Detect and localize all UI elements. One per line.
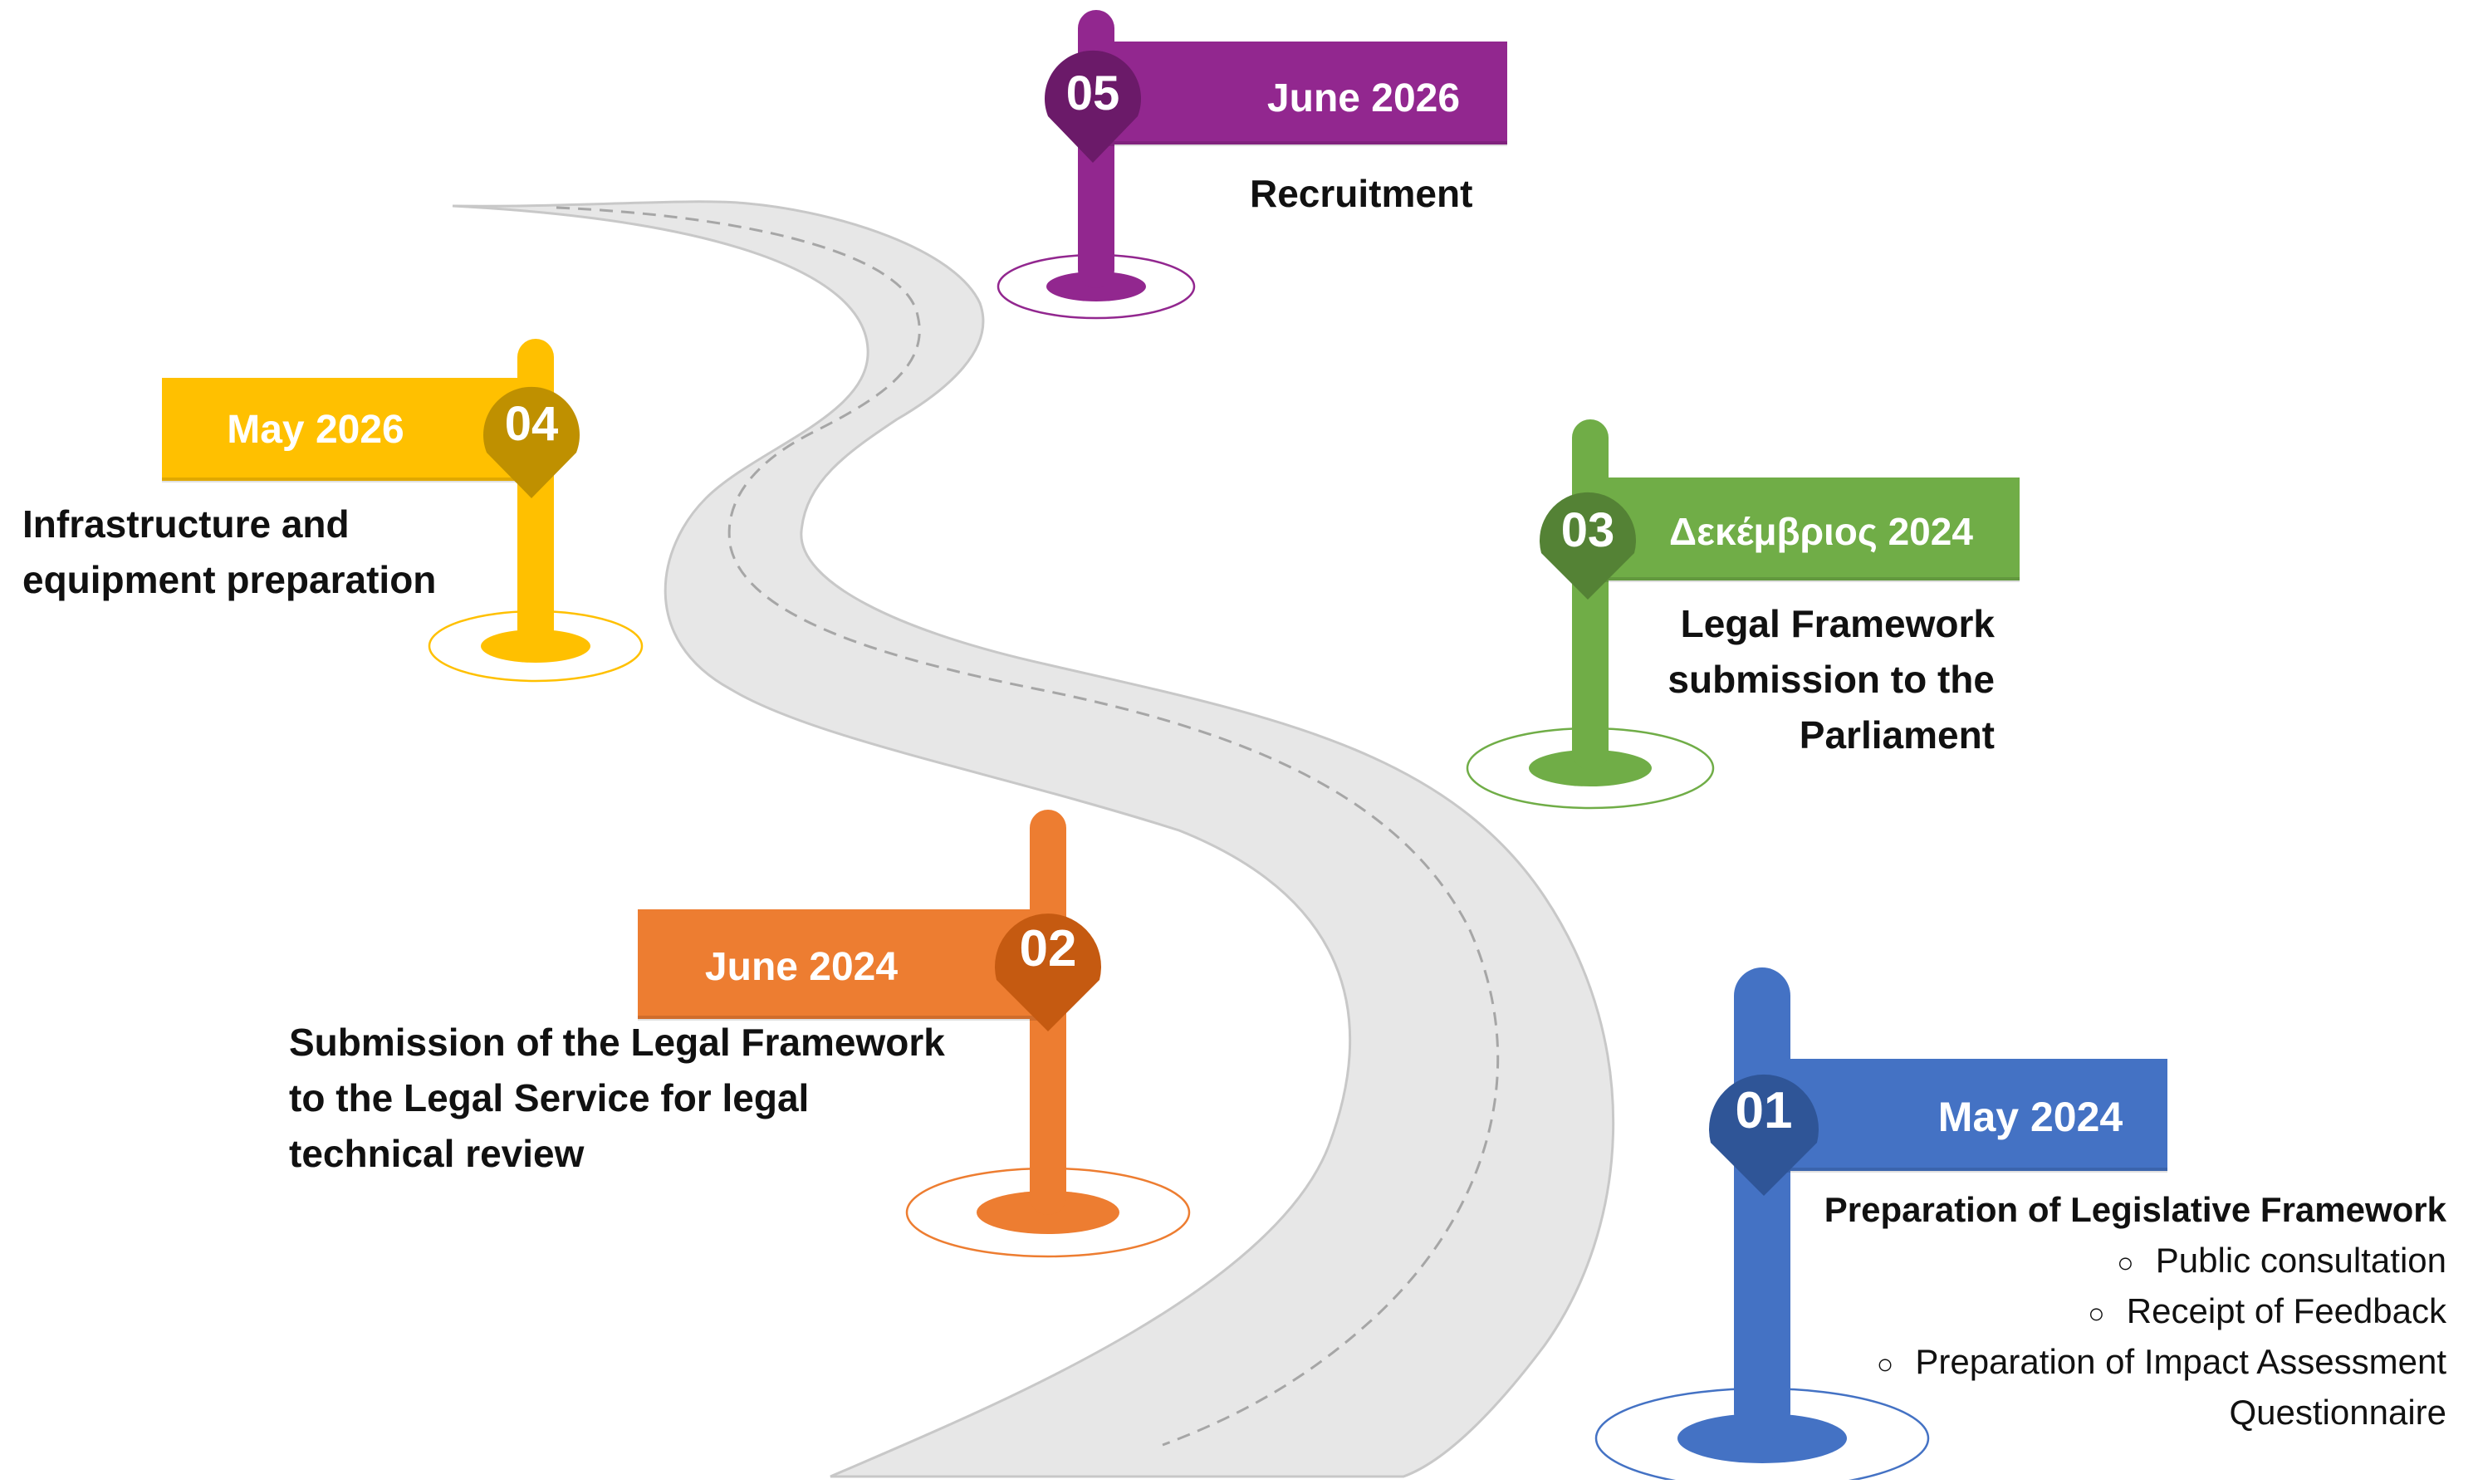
milestone-05: 05 June 2026 [997, 10, 1507, 320]
milestone-04-date: May 2026 [227, 408, 404, 452]
bullet-circle-icon: ○ [1876, 1349, 1894, 1380]
road-surface [452, 200, 1615, 1478]
bullet-circle-icon: ○ [2117, 1247, 2134, 1279]
milestone-03-flag-shadow [1603, 577, 2020, 582]
milestone-03-title-line-1: Legal Framework [1680, 602, 1995, 645]
milestone-03-number: 03 [1561, 503, 1615, 557]
milestone-04-flag-shadow [162, 478, 546, 482]
milestone-04-title-line-2: equipment preparation [22, 558, 437, 601]
milestone-01-subitem-1: ○ Public consultation [1824, 1237, 2446, 1287]
milestone-02-date: June 2024 [705, 945, 898, 989]
milestone-05-date: June 2026 [1267, 76, 1460, 120]
milestone-04-description: Infrastructure and equipment preparation [22, 497, 436, 608]
milestone-04: 04 May 2026 [162, 339, 644, 683]
milestone-02-description: Submission of the Legal Framework to the… [289, 1015, 945, 1182]
milestone-01-flag-shadow [1777, 1168, 2167, 1173]
milestone-01-subitem-3: ○ Preparation of Impact Assessment [1824, 1338, 2446, 1388]
milestone-03-title-line-3: Parliament [1799, 713, 1995, 757]
milestone-02-flag-shadow [638, 1016, 1040, 1021]
milestone-05-description: Recruitment [1250, 166, 1472, 222]
milestone-05-flag-shadow [1104, 141, 1507, 146]
milestone-01-subitem-1-text: Public consultation [2155, 1241, 2446, 1280]
milestone-01: 01 May 2024 [1594, 967, 2167, 1484]
milestone-03-description: Legal Framework submission to the Parlia… [1668, 596, 1995, 763]
milestone-01-subitem-2: ○ Receipt of Feedback [1824, 1287, 2446, 1338]
milestone-04-pin-icon [483, 386, 580, 498]
milestone-03: 03 Δεκέμβριος 2024 [1466, 419, 2020, 810]
road-center-line [556, 206, 1500, 1447]
milestone-02-flag [638, 909, 1040, 1019]
milestone-05-flag [1104, 42, 1507, 144]
milestone-01-date: May 2024 [1938, 1094, 2123, 1140]
milestone-01-subitem-3-text: Preparation of Impact Assessment [1915, 1342, 2446, 1381]
milestone-03-title-line-2: submission to the [1668, 658, 1995, 701]
milestone-01-subitem-2-text: Receipt of Feedback [2126, 1291, 2446, 1330]
milestone-02-pin-icon [995, 913, 1101, 1031]
milestone-01-pin-icon [1709, 1074, 1819, 1196]
milestone-03-date: Δεκέμβριος 2024 [1669, 510, 1973, 553]
milestone-01-title: Preparation of Legislative Framework [1824, 1190, 2446, 1229]
milestone-04-number: 04 [505, 397, 559, 451]
milestone-03-pin-icon [1539, 492, 1637, 600]
milestone-05-pin-icon [1045, 50, 1142, 164]
milestone-05-number: 05 [1066, 66, 1120, 120]
road [452, 200, 1615, 1478]
milestone-04-title-line-1: Infrastructure and [22, 502, 350, 546]
milestone-01-description: Preparation of Legislative Framework ○ Pu… [1824, 1183, 2446, 1437]
milestone-02: 02 June 2024 [638, 810, 1191, 1258]
bullet-circle-icon: ○ [2088, 1298, 2105, 1330]
milestone-02-number: 02 [1020, 920, 1077, 977]
milestone-04-flag [162, 378, 546, 481]
milestone-02-title-line-2: to the Legal Service for legal [289, 1076, 810, 1119]
milestone-01-flag [1777, 1059, 2167, 1171]
milestone-05-title-line: Recruitment [1250, 172, 1473, 215]
milestone-03-flag [1603, 478, 2020, 580]
milestone-01-subitem-3-continued: Questionnaire [2229, 1393, 2447, 1432]
milestone-01-number: 01 [1736, 1082, 1793, 1139]
milestone-02-title-line-3: technical review [289, 1132, 585, 1175]
milestone-02-title-line-1: Submission of the Legal Framework [289, 1021, 945, 1064]
milestone-01-post [1734, 967, 1790, 1441]
